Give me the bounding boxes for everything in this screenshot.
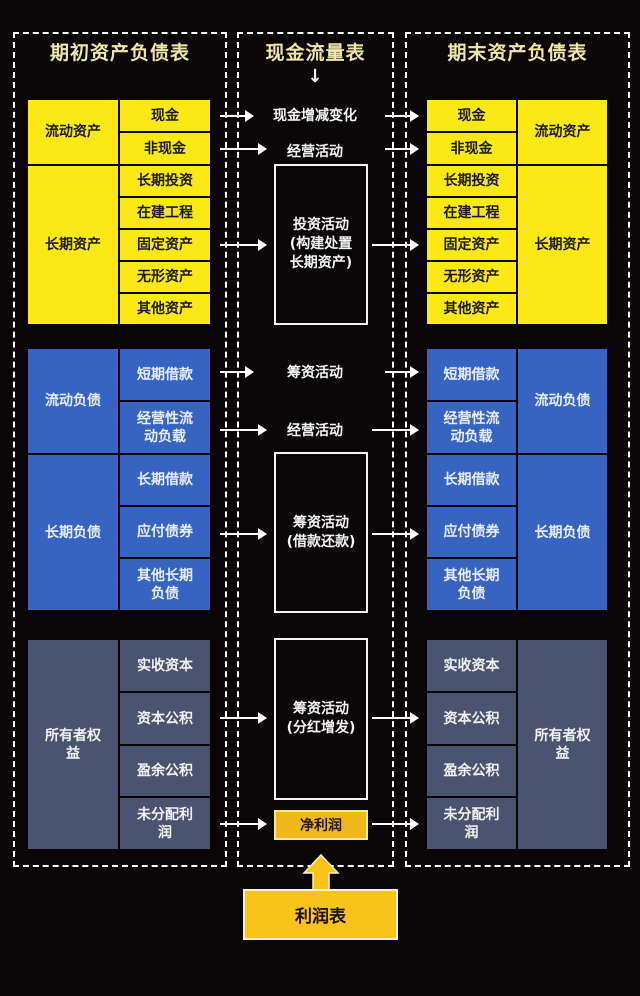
right-long-assets: 长期资产 [518, 166, 607, 324]
arrow-right-icon [372, 424, 419, 436]
left-retained-earnings: 未分配利 润 [120, 798, 210, 849]
right-op-liabilities: 经营性流 动负载 [427, 402, 516, 453]
arrow-right-icon [220, 366, 254, 378]
right-other-lt-liab: 其他长期 负债 [427, 559, 516, 610]
arrow-right-icon [220, 239, 267, 251]
left-other-lt-liab: 其他长期 负债 [120, 559, 210, 610]
right-surplus-reserve: 盈余公积 [427, 746, 516, 796]
right-long-liabilities: 长期负债 [518, 455, 607, 610]
left-op-liab-line1: 经营性流 [137, 410, 193, 427]
fin-loan-line1: 筹资活动 [293, 514, 349, 531]
left-current-liabilities: 流动负债 [28, 349, 118, 453]
right-capital-reserve: 资本公积 [427, 693, 516, 744]
arrow-right-icon [385, 366, 419, 378]
left-bonds: 应付债券 [120, 507, 210, 557]
down-arrow-icon: ↓ [307, 66, 323, 87]
invest-line2: (构建处置 [289, 236, 353, 252]
closing-balance-sheet-title: 期末资产负债表 [447, 42, 588, 64]
left-surplus-reserve: 盈余公积 [120, 746, 210, 796]
right-op-liab-line1: 经营性流 [443, 410, 500, 427]
arrow-right-icon [372, 818, 419, 830]
left-st-loan: 短期借款 [120, 349, 210, 400]
left-cash: 现金 [120, 100, 210, 131]
financing-equity-box: 筹资活动 (分红增发) [274, 638, 368, 800]
right-current-assets: 流动资产 [518, 100, 607, 164]
cash-change-label: 现金增减变化 [273, 108, 357, 124]
right-intangible: 无形资产 [427, 262, 516, 292]
left-long-assets: 长期资产 [28, 166, 118, 324]
left-current-assets: 流动资产 [28, 100, 118, 164]
cash-flow-statement-title: 现金流量表 [265, 42, 366, 64]
right-lt-invest: 长期投资 [427, 166, 516, 196]
right-retained-line1: 未分配利 [443, 806, 500, 823]
left-capital-reserve: 资本公积 [120, 693, 210, 744]
invest-line1: 投资活动 [293, 217, 349, 233]
right-retained-earnings: 未分配利 润 [427, 798, 516, 849]
right-other-lt-line1: 其他长期 [443, 567, 500, 584]
left-other-lt-line1: 其他长期 [137, 567, 193, 584]
left-paid-capital: 实收资本 [120, 640, 210, 691]
financing-loan-box: 筹资活动 (借款还款) [274, 452, 368, 613]
opening-balance-sheet-title: 期初资产负债表 [49, 42, 190, 64]
right-construction: 在建工程 [427, 198, 516, 228]
arrow-right-icon [372, 528, 419, 540]
right-noncash: 非现金 [427, 133, 516, 164]
left-retained-line2: 润 [158, 824, 172, 841]
arrow-right-icon [220, 818, 267, 830]
right-fixed-assets: 固定资产 [427, 230, 516, 260]
left-op-liabilities: 经营性流 动负载 [120, 402, 210, 453]
fin-eq-line2: (分红增发) [286, 720, 356, 736]
left-equity-line1: 所有者权 [45, 727, 101, 744]
right-equity-line1: 所有者权 [534, 727, 591, 744]
arrow-right-icon [385, 110, 419, 122]
right-owners-equity: 所有者权 益 [518, 640, 607, 849]
opening-balance-sheet-panel [13, 32, 227, 867]
left-fixed-assets: 固定资产 [120, 230, 210, 260]
right-other-assets: 其他资产 [427, 294, 516, 324]
fin-eq-line1: 筹资活动 [293, 701, 349, 717]
up-arrow-icon [302, 853, 340, 891]
closing-balance-sheet-panel [405, 32, 630, 867]
net-profit-box: 净利润 [274, 810, 368, 840]
income-statement-box: 利润表 [243, 889, 398, 940]
right-paid-capital: 实收资本 [427, 640, 516, 691]
fin-loan-line2: (借款还款) [286, 533, 356, 550]
arrow-right-icon [372, 712, 419, 724]
right-st-loan: 短期借款 [427, 349, 516, 400]
left-lt-invest: 长期投资 [120, 166, 210, 196]
right-op-liab-line2: 动负载 [450, 428, 493, 445]
left-other-assets: 其他资产 [120, 294, 210, 324]
arrow-right-icon [220, 424, 267, 436]
operating-activity-label-1: 经营活动 [287, 144, 343, 160]
right-other-lt-line2: 负债 [457, 585, 486, 602]
right-cash: 现金 [427, 100, 516, 131]
left-owners-equity: 所有者权 益 [28, 640, 118, 849]
operating-activity-label-2: 经营活动 [287, 423, 343, 439]
left-long-liabilities: 长期负债 [28, 455, 118, 610]
arrow-right-icon [372, 239, 419, 251]
left-other-lt-line2: 负债 [151, 585, 179, 602]
left-retained-line1: 未分配利 [137, 806, 193, 823]
financing-activity-label: 筹资活动 [287, 365, 343, 381]
left-lt-loan: 长期借款 [120, 455, 210, 505]
left-op-liab-line2: 动负载 [144, 428, 186, 445]
left-noncash: 非现金 [120, 133, 210, 164]
right-lt-loan: 长期借款 [427, 455, 516, 505]
arrow-right-icon [220, 143, 267, 155]
arrow-right-icon [385, 143, 419, 155]
left-equity-line2: 益 [66, 745, 80, 762]
investing-activity-box: 投资活动 (构建处置 长期资产) [274, 164, 368, 325]
right-equity-line2: 益 [555, 745, 570, 762]
left-intangible: 无形资产 [120, 262, 210, 292]
arrow-right-icon [220, 110, 254, 122]
right-bonds: 应付债券 [427, 507, 516, 557]
arrow-right-icon [220, 528, 267, 540]
right-retained-line2: 润 [464, 824, 479, 841]
right-current-liabilities: 流动负债 [518, 349, 607, 453]
arrow-right-icon [220, 712, 267, 724]
invest-line3: 长期资产) [289, 255, 353, 271]
left-construction: 在建工程 [120, 198, 210, 228]
